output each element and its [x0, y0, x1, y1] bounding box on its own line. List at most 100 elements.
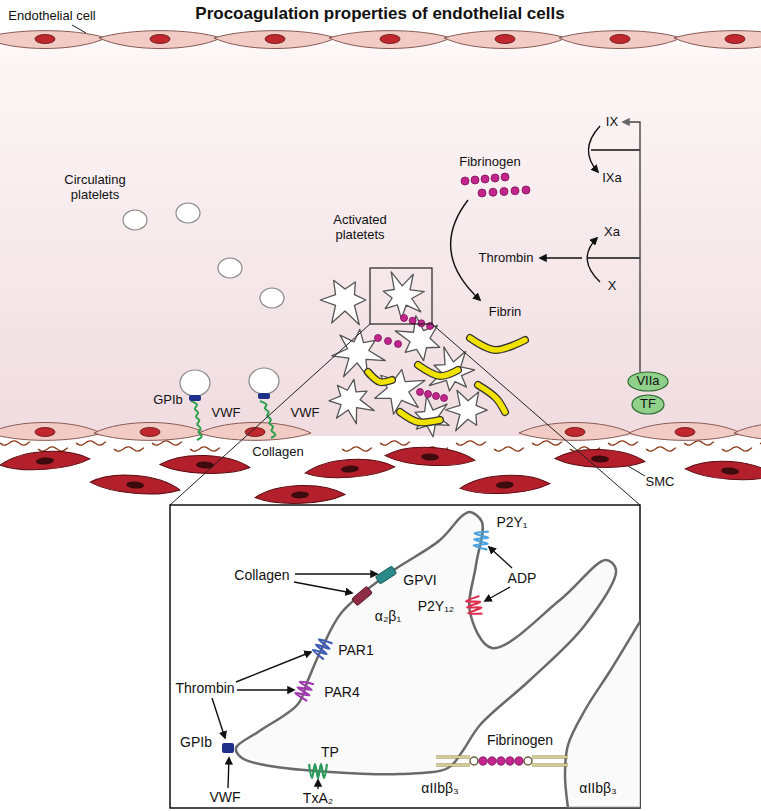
- collagen-fiber: [608, 441, 638, 445]
- nucleus: [610, 35, 630, 44]
- nucleus: [380, 35, 400, 44]
- fibrinogen-bead: [385, 338, 392, 345]
- inset-frame: [170, 505, 640, 808]
- circulating-platelet: [123, 210, 147, 230]
- leader-line: [628, 466, 645, 476]
- gpcr-receptor: [312, 637, 333, 660]
- platelet-outline: [236, 512, 616, 774]
- smooth-muscle-cell: [255, 484, 346, 505]
- factor-ellipse: TF: [631, 394, 665, 415]
- smc-body: [0, 448, 90, 472]
- gpib-receptor: [258, 393, 270, 399]
- collagen-fiber: [684, 441, 714, 445]
- activated-platelet: [415, 396, 449, 436]
- endothelial-cell: [214, 31, 336, 49]
- gpcr-receptor: [309, 764, 327, 778]
- collagen-fiber: [0, 441, 30, 445]
- collagen-fiber: [532, 441, 562, 445]
- text-label: PAR4: [324, 684, 360, 700]
- fibrin-outline: [470, 338, 525, 350]
- fibrinogen-bead: [500, 188, 508, 196]
- fibrinogen-bead: [417, 389, 424, 396]
- endothelial-cell-body: [629, 423, 741, 441]
- text-label: X: [608, 279, 617, 294]
- collagen-fiber: [190, 447, 220, 451]
- collagen-fiber: [722, 447, 752, 451]
- gpcr-receptor: [466, 596, 483, 616]
- endothelial-cell-body: [0, 31, 106, 49]
- fibrin-outline: [418, 365, 458, 376]
- fibrinogen-bead: [491, 174, 499, 182]
- smooth-muscle-cell: [385, 445, 476, 468]
- reaction-arrow: [540, 257, 582, 258]
- binding-arrow: [212, 698, 225, 738]
- factor-label: VIIa: [636, 374, 659, 389]
- collagen-fiber: [152, 441, 182, 445]
- fibrinogen-bead: [441, 395, 448, 402]
- activated-platelet: [332, 329, 386, 377]
- collagen-fiber: [76, 441, 106, 445]
- text-label: Activated platetets: [319, 213, 401, 243]
- binding-arrow: [295, 573, 377, 574]
- text-label: VWF: [212, 406, 241, 421]
- fibrinogen-bead: [418, 320, 425, 327]
- text-label: GPIb: [180, 734, 212, 750]
- text-label: α₂β₁: [375, 608, 401, 624]
- factor-label: TF: [640, 397, 656, 412]
- text-label: VWF: [291, 406, 320, 421]
- zoom-line: [170, 324, 370, 505]
- fibrin: [478, 385, 505, 412]
- nucleus: [35, 35, 55, 44]
- fibrinogen-bead: [481, 175, 489, 183]
- nucleus: [245, 428, 265, 437]
- endothelial-cell: [444, 31, 566, 49]
- smc-nucleus: [421, 453, 439, 461]
- gpcr-receptor: [473, 530, 489, 549]
- collagen-fiber: [494, 447, 524, 451]
- fibrinogen-bead: [488, 757, 496, 765]
- smc-body: [685, 458, 761, 482]
- text-label: Endothelial cell: [8, 9, 95, 24]
- fibrinogen-bead: [461, 177, 469, 185]
- text-label: Thrombin: [175, 680, 234, 696]
- fibrin: [470, 338, 525, 350]
- smc-nucleus: [341, 465, 359, 473]
- branch-line: [588, 257, 640, 258]
- leader-line: [72, 25, 86, 33]
- integrin-receptor: [351, 586, 372, 606]
- ellipse-outline: [628, 372, 668, 391]
- activation-arrow: [587, 238, 600, 282]
- integrin-bar-fill: [436, 757, 470, 765]
- fibrinogen-bead: [479, 757, 487, 765]
- collagen-fiber: [380, 441, 410, 445]
- zoom-frame: [370, 268, 432, 324]
- activated-platelet: [445, 390, 487, 430]
- fibrinogen-bead: [511, 187, 519, 195]
- binding-arrow: [236, 652, 311, 682]
- binding-arrow: [237, 689, 294, 690]
- fibrin-outline: [400, 412, 440, 422]
- binding-arrow: [228, 758, 229, 788]
- endothelial-cell-body: [199, 423, 311, 441]
- fibrinogen-bead: [395, 341, 402, 348]
- branch-line: [591, 149, 640, 150]
- fibrinogen-bead: [409, 317, 416, 324]
- binding-arrow: [489, 547, 512, 568]
- integrin-head: [524, 757, 532, 765]
- smc-nucleus: [721, 467, 739, 475]
- smc-body: [90, 472, 181, 498]
- binding-arrow: [485, 587, 510, 601]
- smooth-muscle-cell: [460, 473, 551, 496]
- smooth-muscle-cell: [0, 448, 90, 472]
- endothelial-cell: [329, 31, 451, 49]
- fibrinogen-bead: [497, 757, 505, 765]
- smc-nucleus: [291, 491, 309, 499]
- endothelial-cell-body: [674, 31, 761, 49]
- smooth-muscle-cell: [90, 472, 181, 498]
- text-label: Collagen: [252, 445, 303, 460]
- activated-platelet: [320, 280, 366, 324]
- text-label: P2Y₁₂: [418, 598, 455, 614]
- nucleus: [495, 35, 515, 44]
